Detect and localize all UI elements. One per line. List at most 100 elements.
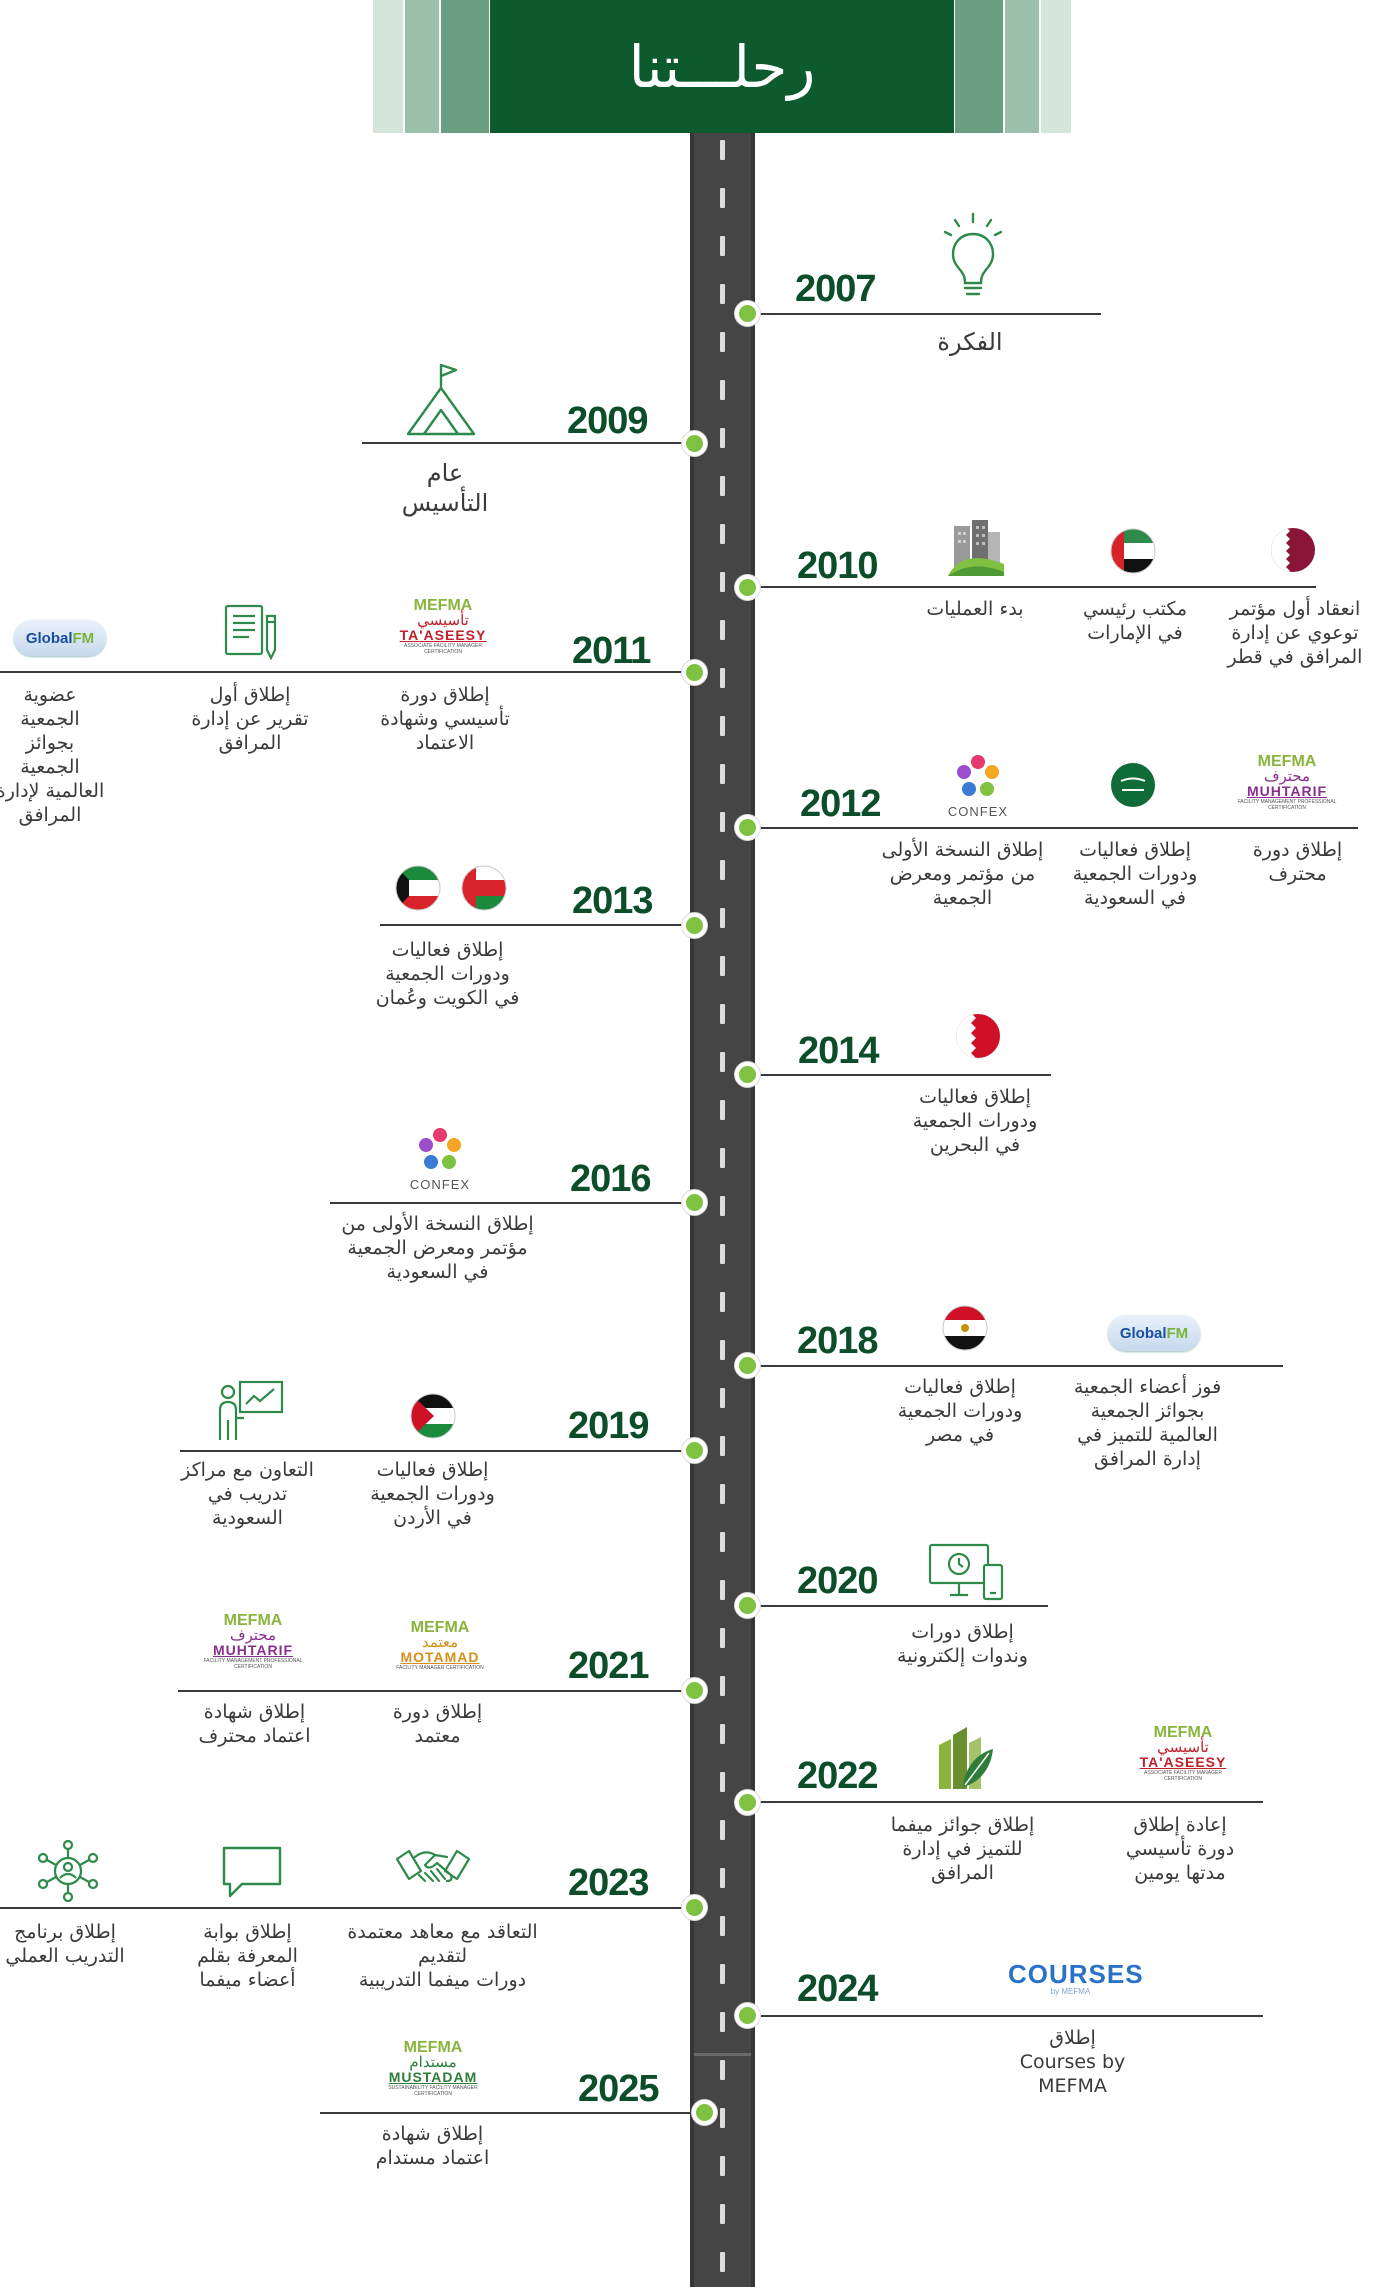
milestone-2009-founding: عام التأسيس (401, 459, 489, 517)
header-band-right-3 (1041, 0, 1071, 133)
road-dash (720, 428, 725, 448)
road-dash (720, 1484, 725, 1504)
road-dash (720, 1580, 725, 1600)
confex-logo: CONFEX (938, 752, 1018, 819)
year-label-2010: 2010 (797, 545, 879, 587)
timeline-branch-2019 (180, 1450, 695, 1452)
qatar-flag-icon (1271, 528, 1315, 572)
road-dash (720, 1820, 725, 1840)
timeline-branch-2021 (178, 1690, 695, 1692)
chat-bubble-icon (222, 1846, 282, 1898)
milestone-2022-mefma-awards: إطلاق جوائز ميفما للتميز في إدارة المراف… (890, 1814, 1035, 1884)
header-band-left-1 (441, 0, 489, 133)
road-dash (720, 1868, 725, 1888)
mustadam-logo: MEFMA مستدام MUSTADAM SUSTAINABILITY FAC… (388, 2039, 478, 2098)
confex-flower-icon (957, 755, 999, 796)
year-label-2018: 2018 (797, 1320, 879, 1362)
header-band-right-1 (955, 0, 1003, 133)
milestone-2011-first-report: إطلاق أول تقرير عن إدارة المرافق (191, 684, 309, 754)
milestone-2010-uae-office: مكتب رئيسي في الإمارات (1082, 598, 1188, 644)
timeline-branch-2011 (0, 671, 695, 673)
milestone-2007-idea: الفكرة (937, 328, 1003, 356)
timeline-branch-2013 (380, 924, 695, 926)
road-dash (720, 716, 725, 736)
network-people-icon (37, 1840, 99, 1902)
timeline-branch-2023 (0, 1907, 695, 1909)
year-label-2007: 2007 (795, 268, 877, 310)
monitor-phone-icon (928, 1543, 1004, 1601)
timeline-branch-2007 (748, 313, 1101, 315)
lightbulb-icon (943, 212, 1003, 296)
road-dash (720, 140, 725, 160)
bahrain-flag-icon (956, 1014, 1000, 1058)
road-dash (720, 476, 725, 496)
milestone-2012-muhtarif: إطلاق دورة محترف (1252, 839, 1343, 885)
training-board-icon (218, 1380, 284, 1440)
year-label-2025: 2025 (578, 2068, 660, 2110)
header-band-left-2 (405, 0, 439, 133)
milestone-2013-kuwait-oman: إطلاق فعاليات ودورات الجمعية في الكويت و… (375, 939, 520, 1009)
milestone-2023-knowledge-portal: إطلاق بوابة المعرفة بقلم أعضاء ميفما (197, 1921, 298, 1991)
road-dash (720, 812, 725, 832)
road-dash (720, 1196, 725, 1216)
milestone-2025-mustadam: إطلاق شهادة اعتماد مستدام (375, 2123, 490, 2169)
road-dash (720, 668, 725, 688)
road-dash (720, 1628, 725, 1648)
timeline-dot-2021 (682, 1678, 707, 1703)
uae-flag-icon (1110, 528, 1156, 574)
kuwait-oman-flags-icon (395, 865, 507, 911)
milestone-2019-training-centers: التعاون مع مراكز تدريب في السعودية (181, 1459, 314, 1529)
road-dash (720, 524, 725, 544)
year-label-2024: 2024 (797, 1968, 879, 2010)
milestone-2019-jordan: إطلاق فعاليات ودورات الجمعية في الأردن (370, 1459, 495, 1529)
timeline-branch-2010 (748, 586, 1316, 588)
road-dash (720, 1532, 725, 1552)
milestone-2024-courses: إطلاق Courses by MEFMA (1019, 2027, 1126, 2097)
road-dash (720, 236, 725, 256)
timeline-branch-2024 (748, 2015, 1263, 2017)
road-dash (720, 380, 725, 400)
road-dash (720, 188, 725, 208)
timeline-branch-2022 (748, 1801, 1263, 1803)
road-dash (720, 2012, 725, 2032)
timeline-dot-2016 (682, 1190, 707, 1215)
road-dash (720, 1100, 725, 1120)
year-label-2011: 2011 (572, 630, 651, 672)
milestone-2021-muhtarif-cert: إطلاق شهادة اعتماد محترف (198, 1701, 311, 1747)
courses-logo: COURSES by MEFMA (1008, 1959, 1144, 1996)
year-label-2022: 2022 (797, 1755, 879, 1797)
milestone-2023-accredited-institutes: التعاقد مع معاهد معتمدة لتقديم دورات ميف… (347, 1921, 538, 1991)
timeline-dot-2012 (735, 815, 760, 840)
road-dash (720, 284, 725, 304)
timeline-branch-2009 (362, 442, 695, 444)
milestone-2018-globalfm-awards: فوز أعضاء الجمعية بجوائز الجمعية العالمي… (1073, 1376, 1222, 1470)
mountain-flag-icon (406, 363, 476, 436)
road-dash (720, 2204, 725, 2224)
timeline-branch-2016 (330, 1202, 695, 1204)
egypt-flag-icon (942, 1305, 988, 1351)
timeline-dot-2010 (735, 575, 760, 600)
road-dash (720, 908, 725, 928)
year-label-2019: 2019 (568, 1405, 650, 1447)
confex-flower-icon (419, 1128, 461, 1169)
milestone-2014-bahrain: إطلاق فعاليات ودورات الجمعية في البحرين (912, 1086, 1038, 1156)
buildings-icon (948, 520, 1004, 576)
timeline-dot-2024 (735, 2003, 760, 2028)
handshake-icon (395, 1849, 471, 1883)
timeline-dot-2023 (682, 1895, 707, 1920)
road-crossing-line (694, 2053, 751, 2056)
road-dash (720, 1148, 725, 1168)
timeline-dot-2019 (682, 1438, 707, 1463)
report-icon (224, 604, 277, 660)
road-dash (720, 1676, 725, 1696)
year-label-2016: 2016 (570, 1158, 652, 1200)
road-dash (720, 1004, 725, 1024)
milestone-2021-motamad: إطلاق دورة معتمد (392, 1701, 483, 1747)
road-dash (720, 1292, 725, 1312)
road-dash (720, 956, 725, 976)
year-label-2009: 2009 (567, 400, 649, 442)
year-label-2013: 2013 (572, 880, 654, 922)
confex-logo-2016: CONFEX (400, 1125, 480, 1192)
road-dash (720, 2108, 725, 2128)
